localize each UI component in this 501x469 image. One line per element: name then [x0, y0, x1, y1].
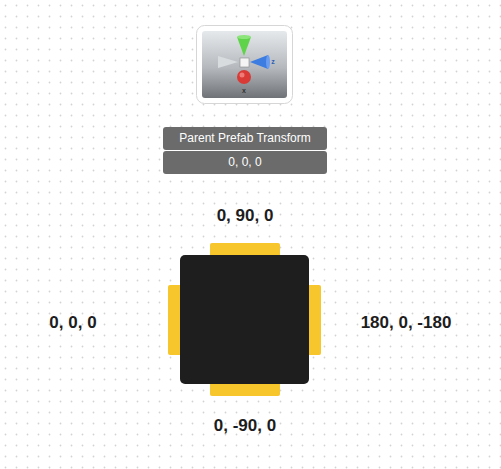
rotation-value: 0, 90, 0: [217, 207, 274, 224]
axis-label: x: [242, 87, 246, 94]
object-square: [168, 243, 321, 396]
rotation-value: 0, 0, 0: [49, 314, 96, 331]
transform-panel: Parent Prefab Transform0, 0, 0: [163, 127, 327, 174]
axis-gizmo-icon: [197, 26, 293, 104]
axis-label: z: [271, 58, 275, 65]
panel-value: 0, 0, 0: [163, 151, 327, 174]
rotation-value: 180, 0, -180: [361, 314, 452, 331]
rotation-value: 0, -90, 0: [214, 417, 276, 434]
panel-title: Parent Prefab Transform: [163, 127, 327, 150]
